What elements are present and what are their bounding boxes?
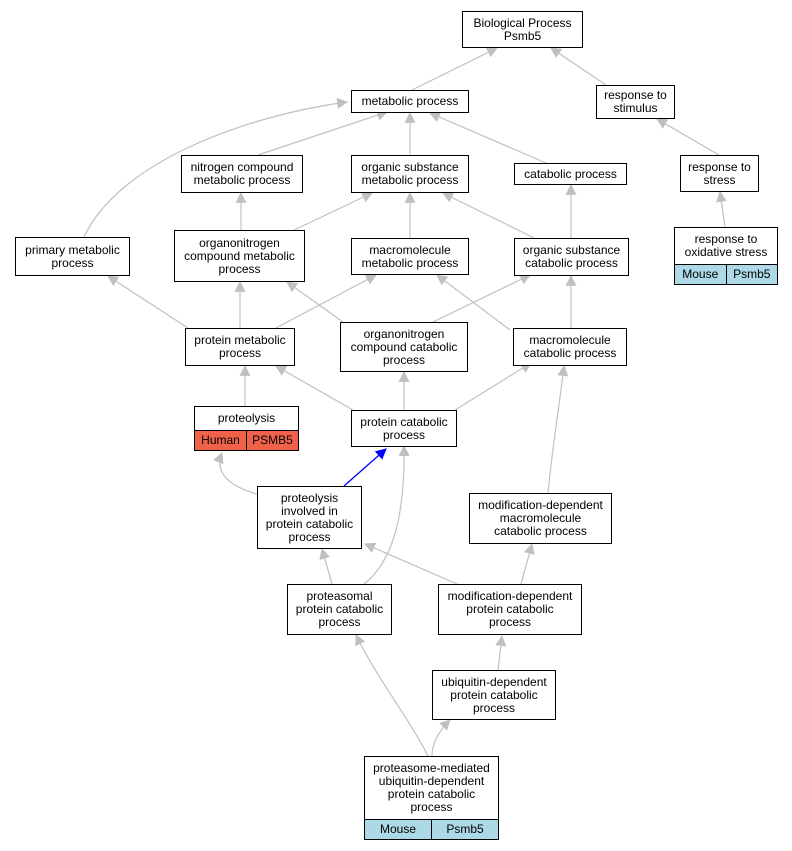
go-term-catabolic-process[interactable]: catabolic process bbox=[514, 163, 627, 185]
edge bbox=[355, 634, 429, 757]
go-term-organic-substance-catabolic-process[interactable]: organic substance catabolic process bbox=[514, 238, 629, 276]
go-term-organonitrogen-compound-catabolic-process[interactable]: organonitrogen compound catabolic proces… bbox=[340, 322, 468, 372]
go-term-proteolysis-involved-in-protein-catabolic-process[interactable]: proteolysis involved in protein cataboli… bbox=[257, 486, 362, 549]
edge bbox=[363, 542, 458, 585]
go-term-proteasome-mediated-ubiquitin-dependent-protein-catabolic-process[interactable]: proteasome-mediated ubiquitin-dependent … bbox=[364, 756, 499, 840]
gene-tag: PSMB5 bbox=[246, 431, 298, 450]
go-term-response-to-stimulus[interactable]: response to stimulus bbox=[596, 85, 675, 119]
edge bbox=[520, 542, 535, 585]
node-label: response to oxidative stress bbox=[684, 232, 768, 259]
edge bbox=[83, 97, 349, 238]
edge bbox=[289, 192, 373, 233]
edge bbox=[107, 275, 189, 329]
go-term-organic-substance-metabolic-process[interactable]: organic substance metabolic process bbox=[351, 155, 469, 193]
go-term-proteasomal-protein-catabolic-process[interactable]: proteasomal protein catabolic process bbox=[287, 584, 392, 635]
edge bbox=[275, 365, 354, 411]
edge bbox=[432, 274, 531, 323]
go-term-nitrogen-compound-metabolic-process[interactable]: nitrogen compound metabolic process bbox=[181, 155, 303, 193]
edge bbox=[319, 547, 333, 585]
go-term-primary-metabolic-process[interactable]: primary metabolic process bbox=[15, 237, 130, 276]
edge bbox=[547, 364, 569, 494]
node-label: proteolysis bbox=[217, 411, 276, 425]
edge bbox=[275, 274, 377, 329]
edge bbox=[411, 47, 498, 91]
go-term-biological-process-root[interactable]: Biological Process Psmb5 bbox=[462, 11, 583, 48]
gene-tag: Psmb5 bbox=[725, 265, 777, 284]
edge bbox=[286, 281, 344, 323]
go-term-macromolecule-metabolic-process[interactable]: macromolecule metabolic process bbox=[351, 238, 469, 275]
species-tag: Mouse bbox=[675, 265, 726, 284]
edge bbox=[442, 192, 535, 239]
go-term-protein-metabolic-process[interactable]: protein metabolic process bbox=[185, 328, 295, 366]
edge bbox=[363, 444, 410, 585]
go-term-proteolysis[interactable]: proteolysis Human PSMB5 bbox=[194, 406, 299, 451]
edge bbox=[550, 47, 607, 86]
gene-tag: Psmb5 bbox=[431, 820, 498, 839]
go-term-modification-dependent-protein-catabolic-process[interactable]: modification-dependent protein catabolic… bbox=[438, 584, 582, 635]
edge bbox=[454, 362, 532, 411]
highlight-edge bbox=[343, 448, 387, 487]
annotation-row: Mouse Psmb5 bbox=[675, 264, 777, 284]
edge bbox=[436, 274, 511, 331]
go-term-ubiquitin-dependent-protein-catabolic-process[interactable]: ubiquitin-dependent protein catabolic pr… bbox=[432, 670, 556, 720]
edge bbox=[428, 111, 547, 164]
edge bbox=[656, 118, 720, 156]
annotation-row: Human PSMB5 bbox=[195, 430, 298, 450]
edge bbox=[431, 719, 451, 757]
edge bbox=[715, 190, 727, 228]
annotation-row: Mouse Psmb5 bbox=[365, 819, 498, 839]
go-term-response-to-stress[interactable]: response to stress bbox=[680, 155, 759, 192]
go-term-response-to-oxidative-stress[interactable]: response to oxidative stress Mouse Psmb5 bbox=[674, 227, 778, 285]
edge bbox=[213, 451, 258, 495]
go-term-macromolecule-catabolic-process[interactable]: macromolecule catabolic process bbox=[513, 328, 627, 366]
node-label: proteasome-mediated ubiquitin-dependent … bbox=[373, 761, 490, 814]
go-term-organonitrogen-compound-metabolic-process[interactable]: organonitrogen compound metabolic proces… bbox=[174, 230, 305, 282]
go-term-modification-dependent-macromolecule-catabolic-process[interactable]: modification-dependent macromolecule cat… bbox=[469, 493, 612, 544]
species-tag: Mouse bbox=[365, 820, 431, 839]
go-term-protein-catabolic-process[interactable]: protein catabolic process bbox=[351, 410, 457, 447]
species-tag: Human bbox=[195, 431, 246, 450]
go-term-metabolic-process[interactable]: metabolic process bbox=[351, 90, 469, 113]
edge bbox=[257, 109, 389, 156]
edge bbox=[495, 634, 507, 671]
